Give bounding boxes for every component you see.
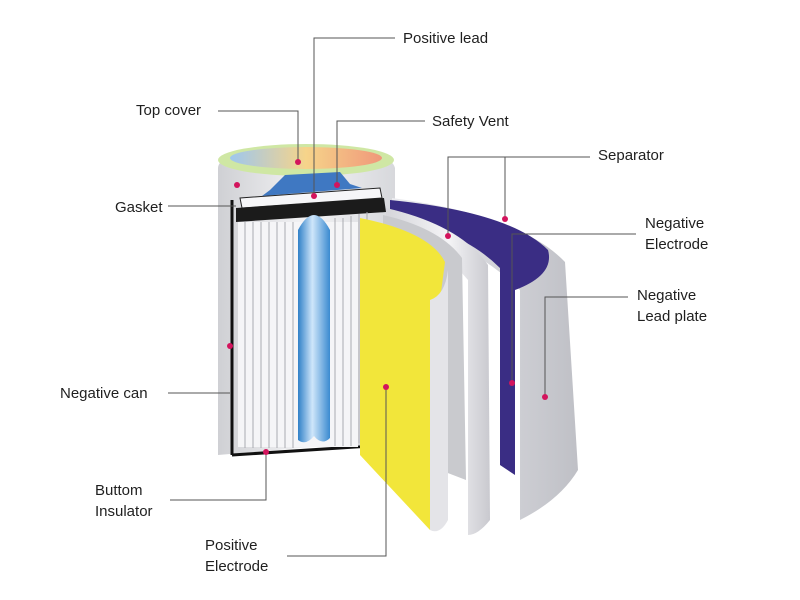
label-safety-vent: Safety Vent bbox=[432, 113, 509, 130]
label-gasket: Gasket bbox=[115, 199, 163, 216]
label-negative-electrode-line2: Electrode bbox=[645, 236, 709, 253]
label-top-cover: Top cover bbox=[136, 102, 202, 119]
label-positive-electrode-line2: Electrode bbox=[205, 558, 269, 575]
label-bottom-insulator: Buttom Insulator bbox=[95, 480, 153, 522]
label-negative-electrode: Negative Electrode bbox=[645, 213, 708, 255]
label-positive-lead: Positive lead bbox=[403, 30, 489, 47]
label-bottom-insulator-line2: Insulator bbox=[95, 503, 153, 520]
label-negative-lead-plate: Negative Lead plate bbox=[637, 285, 707, 327]
leader-lines bbox=[168, 37, 636, 557]
top-cover bbox=[230, 147, 382, 169]
negative-electrode bbox=[390, 200, 550, 475]
label-negative-can: Negative can bbox=[60, 385, 148, 402]
marker-dots bbox=[227, 159, 548, 455]
label-negative-lead-plate-line2: Lead plate bbox=[637, 308, 708, 325]
label-positive-electrode-line1: Positive bbox=[205, 537, 258, 554]
positive-electrode bbox=[360, 218, 448, 532]
label-bottom-insulator-line1: Buttom bbox=[95, 482, 143, 499]
core-rod bbox=[298, 215, 330, 443]
label-negative-lead-plate-line1: Negative bbox=[637, 287, 697, 304]
wound-layers bbox=[238, 212, 368, 448]
gasket bbox=[236, 198, 386, 222]
label-separator: Separator bbox=[598, 147, 664, 164]
label-negative-electrode-line1: Negative bbox=[645, 215, 705, 232]
label-positive-electrode: Positive Electrode bbox=[205, 535, 268, 577]
